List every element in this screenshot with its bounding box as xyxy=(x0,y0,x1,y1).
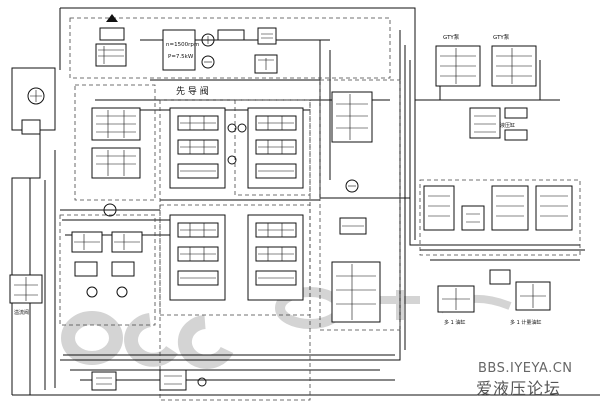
watermark-url: BBS.IYEYA.CN xyxy=(478,361,573,376)
dashed-groups xyxy=(59,17,581,401)
motor-power-label: P=7.5kW xyxy=(168,54,194,60)
lower-left-valve-group xyxy=(71,231,143,298)
right-manifold xyxy=(423,185,573,231)
top-right-pumps: GTY泵 GTY泵 液压缸 xyxy=(435,34,537,141)
valve-block-a xyxy=(169,107,237,189)
motor-pump-group: n=1500rpm P=7.5kW xyxy=(162,27,278,74)
cylinder-b-label: 多 1 计量油缸 xyxy=(510,319,541,326)
valve-block-c xyxy=(169,214,226,301)
top-right-pump-b-label: GTY泵 xyxy=(493,34,510,41)
top-left-valve-group xyxy=(21,14,127,135)
watermark-site-name: 爱液压论坛 xyxy=(476,379,561,398)
motor-speed-label: n=1500rpm xyxy=(166,42,199,48)
valve-block-d xyxy=(247,214,304,301)
cylinder-a-label: 多 1 油缸 xyxy=(444,319,465,326)
right-column-valves xyxy=(331,91,381,323)
pilot-valve-label: 先 导 阀 xyxy=(176,85,209,97)
valve-block-b xyxy=(237,107,304,189)
bottom-left-group: 溢流阀 xyxy=(9,274,207,391)
top-right-pump-a-label: GTY泵 xyxy=(443,34,460,41)
bottom-right-cylinders: 多 1 油缸 多 1 计量油缸 xyxy=(437,269,551,326)
left-valve-stack xyxy=(91,107,141,217)
relief-valve-label: 溢流阀 xyxy=(14,309,29,316)
cylinder-label: 液压缸 xyxy=(500,122,515,129)
